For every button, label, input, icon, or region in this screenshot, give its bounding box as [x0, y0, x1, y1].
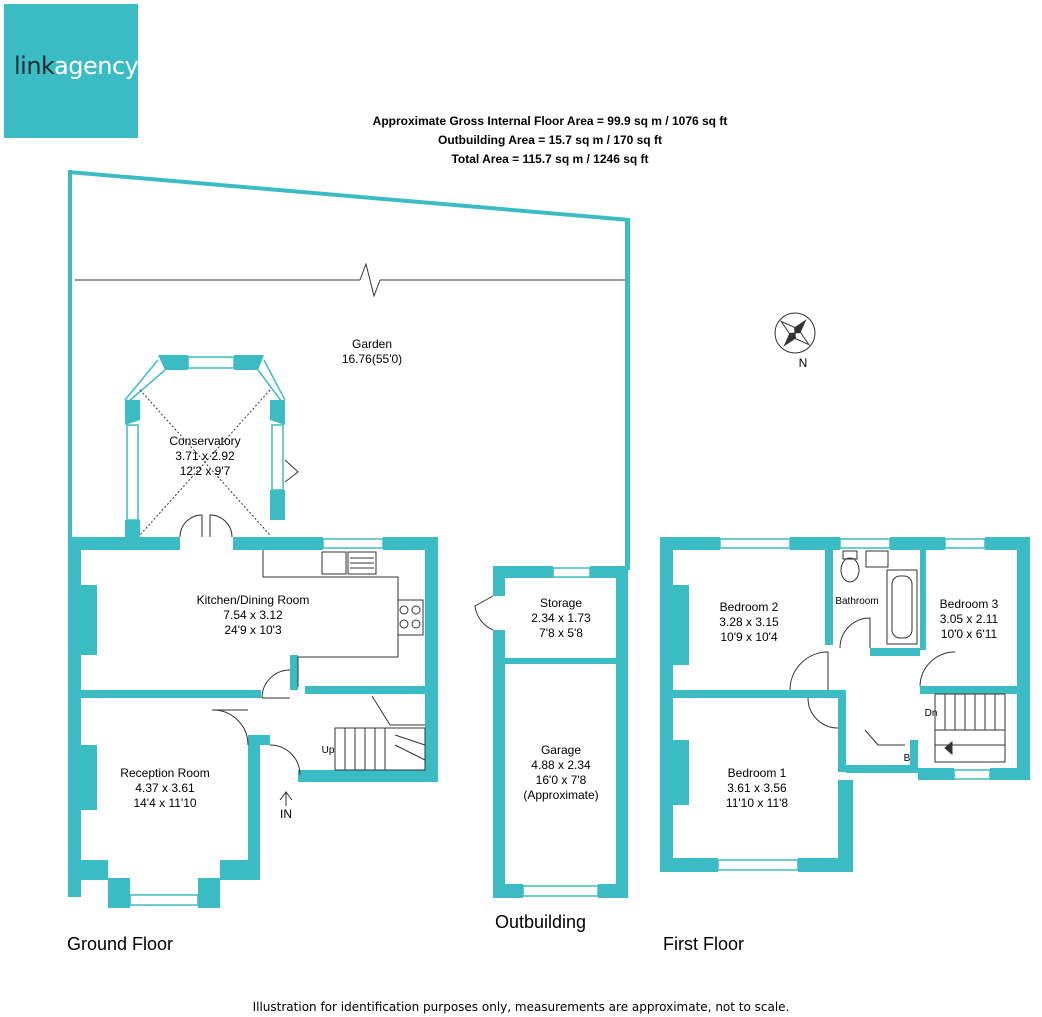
stairs-up-label: Up [321, 745, 335, 756]
reception-name: Reception Room [120, 766, 210, 780]
outbuilding-area: Outbuilding Area = 15.7 sq m / 170 sq ft [438, 133, 662, 147]
kitchen-name: Kitchen/Dining Room [196, 593, 310, 607]
storage-dim-metric: 2.34 x 1.73 [531, 611, 591, 625]
total-area: Total Area = 115.7 sq m / 1246 sq ft [451, 152, 649, 166]
ground-floor-title: Ground Floor [67, 934, 174, 954]
bedroom2-label: Bedroom 2 3.28 x 3.15 10'9 x 10'4 [719, 600, 778, 645]
storage-dim-imperial: 7'8 x 5'8 [539, 626, 583, 640]
garage-dim-imperial: 16'0 x 7'8 [535, 773, 587, 787]
conservatory-dim-imperial: 12'2 x 9'7 [179, 464, 231, 478]
entrance-label: IN [280, 807, 292, 821]
storage-name: Storage [539, 596, 583, 610]
bedroom3-label: Bedroom 3 3.05 x 2.11 10'0 x 6'11 [940, 597, 999, 642]
outbuilding-windows [522, 567, 599, 897]
bedroom3-dim-imperial: 10'0 x 6'11 [940, 627, 998, 641]
gross-area: Approximate Gross Internal Floor Area = … [372, 114, 728, 128]
garden-dim: 16.76(55'0) [341, 352, 403, 366]
storage-label: Storage 2.34 x 1.73 7'8 x 5'8 [531, 596, 590, 641]
conservatory-label: Conservatory 3.71 x 2.92 12'2 x 9'7 [169, 434, 240, 479]
reception-dim-metric: 4.37 x 3.61 [135, 781, 195, 795]
bedroom1-name: Bedroom 1 [727, 766, 787, 780]
logo-text-agency: agency [54, 52, 139, 80]
garage-dim-metric: 4.88 x 2.34 [531, 758, 591, 772]
garden-boundary [68, 170, 630, 570]
compass-icon [774, 312, 816, 354]
area-summary: Approximate Gross Internal Floor Area = … [300, 112, 800, 169]
outbuilding-title: Outbuilding [495, 912, 587, 932]
bedroom2-dim-imperial: 10'9 x 10'4 [720, 630, 778, 644]
first-floor-walls [660, 537, 1030, 872]
bathroom-name: Bathroom [835, 596, 879, 607]
logo-text-link: link [14, 52, 55, 80]
bedroom3-name: Bedroom 3 [939, 597, 999, 611]
ground-floor-windows [109, 538, 438, 906]
kitchen-label: Kitchen/Dining Room 7.54 x 3.12 24'9 x 1… [197, 593, 310, 638]
garage-note: (Approximate) [523, 788, 599, 802]
reception-label: Reception Room 4.37 x 3.61 14'4 x 11'10 [120, 766, 209, 811]
stairs-down-label: Dn [924, 708, 938, 719]
bedroom1-dim-imperial: 11'10 x 11'8 [725, 796, 789, 810]
bedroom2-dim-metric: 3.28 x 3.15 [719, 615, 779, 629]
reception-dim-imperial: 14'4 x 11'10 [133, 796, 197, 810]
disclaimer: Illustration for identification purposes… [252, 1000, 790, 1014]
bedroom1-dim-metric: 3.61 x 3.56 [727, 781, 787, 795]
bedroom2-name: Bedroom 2 [719, 600, 779, 614]
garden-label: Garden 16.76(55'0) [342, 337, 402, 367]
bedroom3-dim-metric: 3.05 x 2.11 [939, 612, 999, 626]
north-label: N [798, 356, 808, 370]
boiler-label: B [903, 753, 911, 764]
brand-logo: linkagency [4, 4, 139, 138]
outbuilding-walls [493, 566, 628, 898]
conservatory-walls [125, 355, 285, 540]
first-floor-windows [717, 538, 991, 871]
fixtures [75, 262, 1006, 806]
first-floor-title: First Floor [663, 934, 744, 954]
ground-floor-walls [68, 537, 438, 908]
bedroom1-label: Bedroom 1 3.61 x 3.56 11'10 x 11'8 [726, 766, 788, 811]
garage-name: Garage [540, 743, 582, 757]
kitchen-dim-metric: 7.54 x 3.12 [223, 608, 283, 622]
logo-text: linkagency [14, 52, 139, 80]
kitchen-dim-imperial: 24'9 x 10'3 [224, 623, 282, 637]
conservatory-windows [124, 356, 286, 521]
conservatory-name: Conservatory [169, 434, 241, 448]
garage-label: Garage 4.88 x 2.34 16'0 x 7'8 (Approxima… [523, 743, 598, 803]
garden-name: Garden [351, 337, 393, 351]
bathroom-label: Bathroom [835, 594, 878, 609]
conservatory-dim-metric: 3.71 x 2.92 [175, 449, 235, 463]
